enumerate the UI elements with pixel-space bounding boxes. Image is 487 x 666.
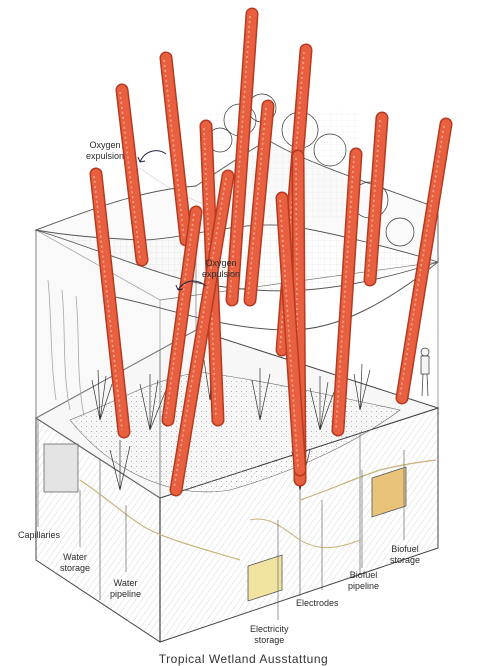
bioreactor-tube-highlight [247,107,267,299]
leader-lines [37,420,405,620]
bioreactor-tube [117,85,147,265]
biofuel-storage-tank [371,466,407,518]
oxygen-arrow-top [139,150,167,163]
electricity-storage-tank [247,554,283,602]
person-figure [420,347,430,397]
bioreactor-tube [397,119,451,403]
bioreactor-tube-highlight [399,125,445,397]
water-pipeline-path [79,479,241,561]
label-capillaries: Capillaries [18,530,61,540]
bioreactor-tube [333,149,361,435]
bioreactor-tube-highlight [173,177,227,489]
bioreactor-tube [227,9,257,305]
bioreactor-tube-highlight [165,213,195,419]
bioreactor-tube [91,169,129,437]
bioreactor-tube [163,207,201,425]
bioreactor-tubes [89,7,453,497]
bioreactor-tube [365,113,387,285]
bioreactor-tube [161,53,191,245]
bioreactor-tube [245,101,273,305]
oxygen-arrow-mid [177,280,207,291]
bioreactor-tube-highlight [229,15,251,299]
bioreactor-tube [277,193,305,475]
figure-caption: Tropical Wetland Ausstattung [158,652,329,666]
bioreactor-tube-highlight [367,119,381,279]
lower-basin [35,329,440,643]
biofuel-pipeline-path [299,459,437,501]
water-storage-tank [43,443,79,493]
label-electrodes: Electrodes [296,598,339,608]
bioreactor-tube-highlight [335,155,355,429]
bioreactor-tube [171,171,233,495]
